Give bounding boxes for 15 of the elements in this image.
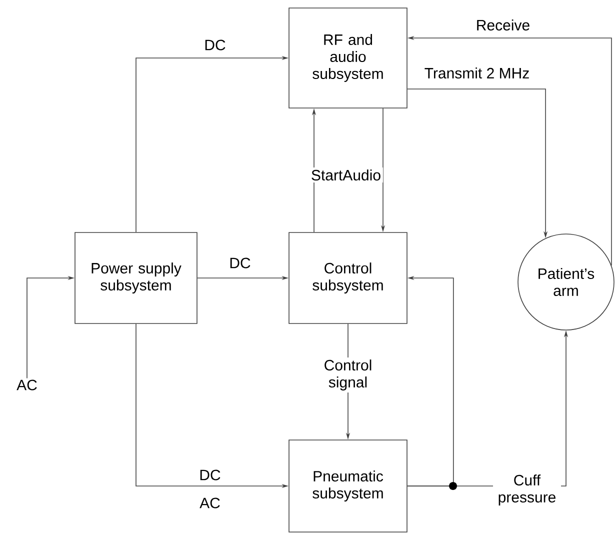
edge-label: StartAudio	[308, 168, 384, 182]
edge-label: Cuff pressure	[493, 472, 561, 508]
process-box: Pneumatic subsystem	[288, 440, 408, 532]
circle-node: Patient’s arm	[518, 234, 614, 330]
edge-label: Control signal	[311, 358, 385, 392]
edge-label: DC	[227, 256, 253, 270]
edge-label: Receive	[474, 18, 532, 32]
signal-label: AC	[16, 380, 37, 390]
process-box: Power supply subsystem	[74, 232, 198, 324]
edge-label: DC	[197, 468, 223, 482]
edge-label: DC	[202, 38, 228, 52]
process-box: RF and audio subsystem	[288, 8, 408, 108]
process-box: Control subsystem	[288, 232, 408, 324]
signal-label: AC	[200, 498, 220, 508]
edge-label: Transmit 2 MHz	[422, 66, 532, 80]
